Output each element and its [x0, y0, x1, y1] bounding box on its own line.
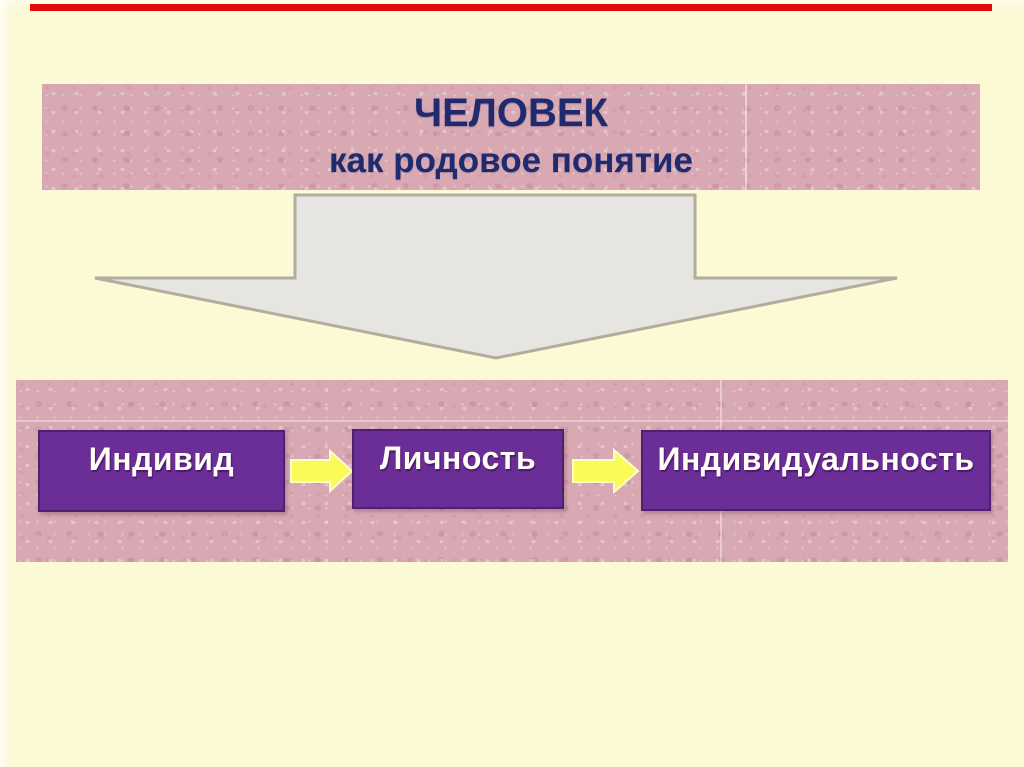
- concept-label: Личность: [379, 440, 537, 476]
- down-arrow-icon: [94, 193, 898, 360]
- panel-texture-streak: [16, 420, 1008, 422]
- concept-box-lichnost: Личность: [352, 429, 564, 509]
- header-panel-divider: [745, 84, 747, 190]
- slide-title: ЧЕЛОВЕК: [414, 91, 608, 135]
- concept-label: Индивидуальность: [657, 441, 975, 477]
- header-panel: ЧЕЛОВЕК как родовое понятие: [42, 84, 980, 190]
- concept-box-individ: Индивид: [38, 430, 285, 512]
- top-red-bar: [30, 4, 992, 11]
- concept-label: Индивид: [88, 441, 235, 477]
- concept-box-individualnost: Индивидуальность: [641, 430, 991, 511]
- slide-subtitle: как родовое понятие: [329, 141, 693, 180]
